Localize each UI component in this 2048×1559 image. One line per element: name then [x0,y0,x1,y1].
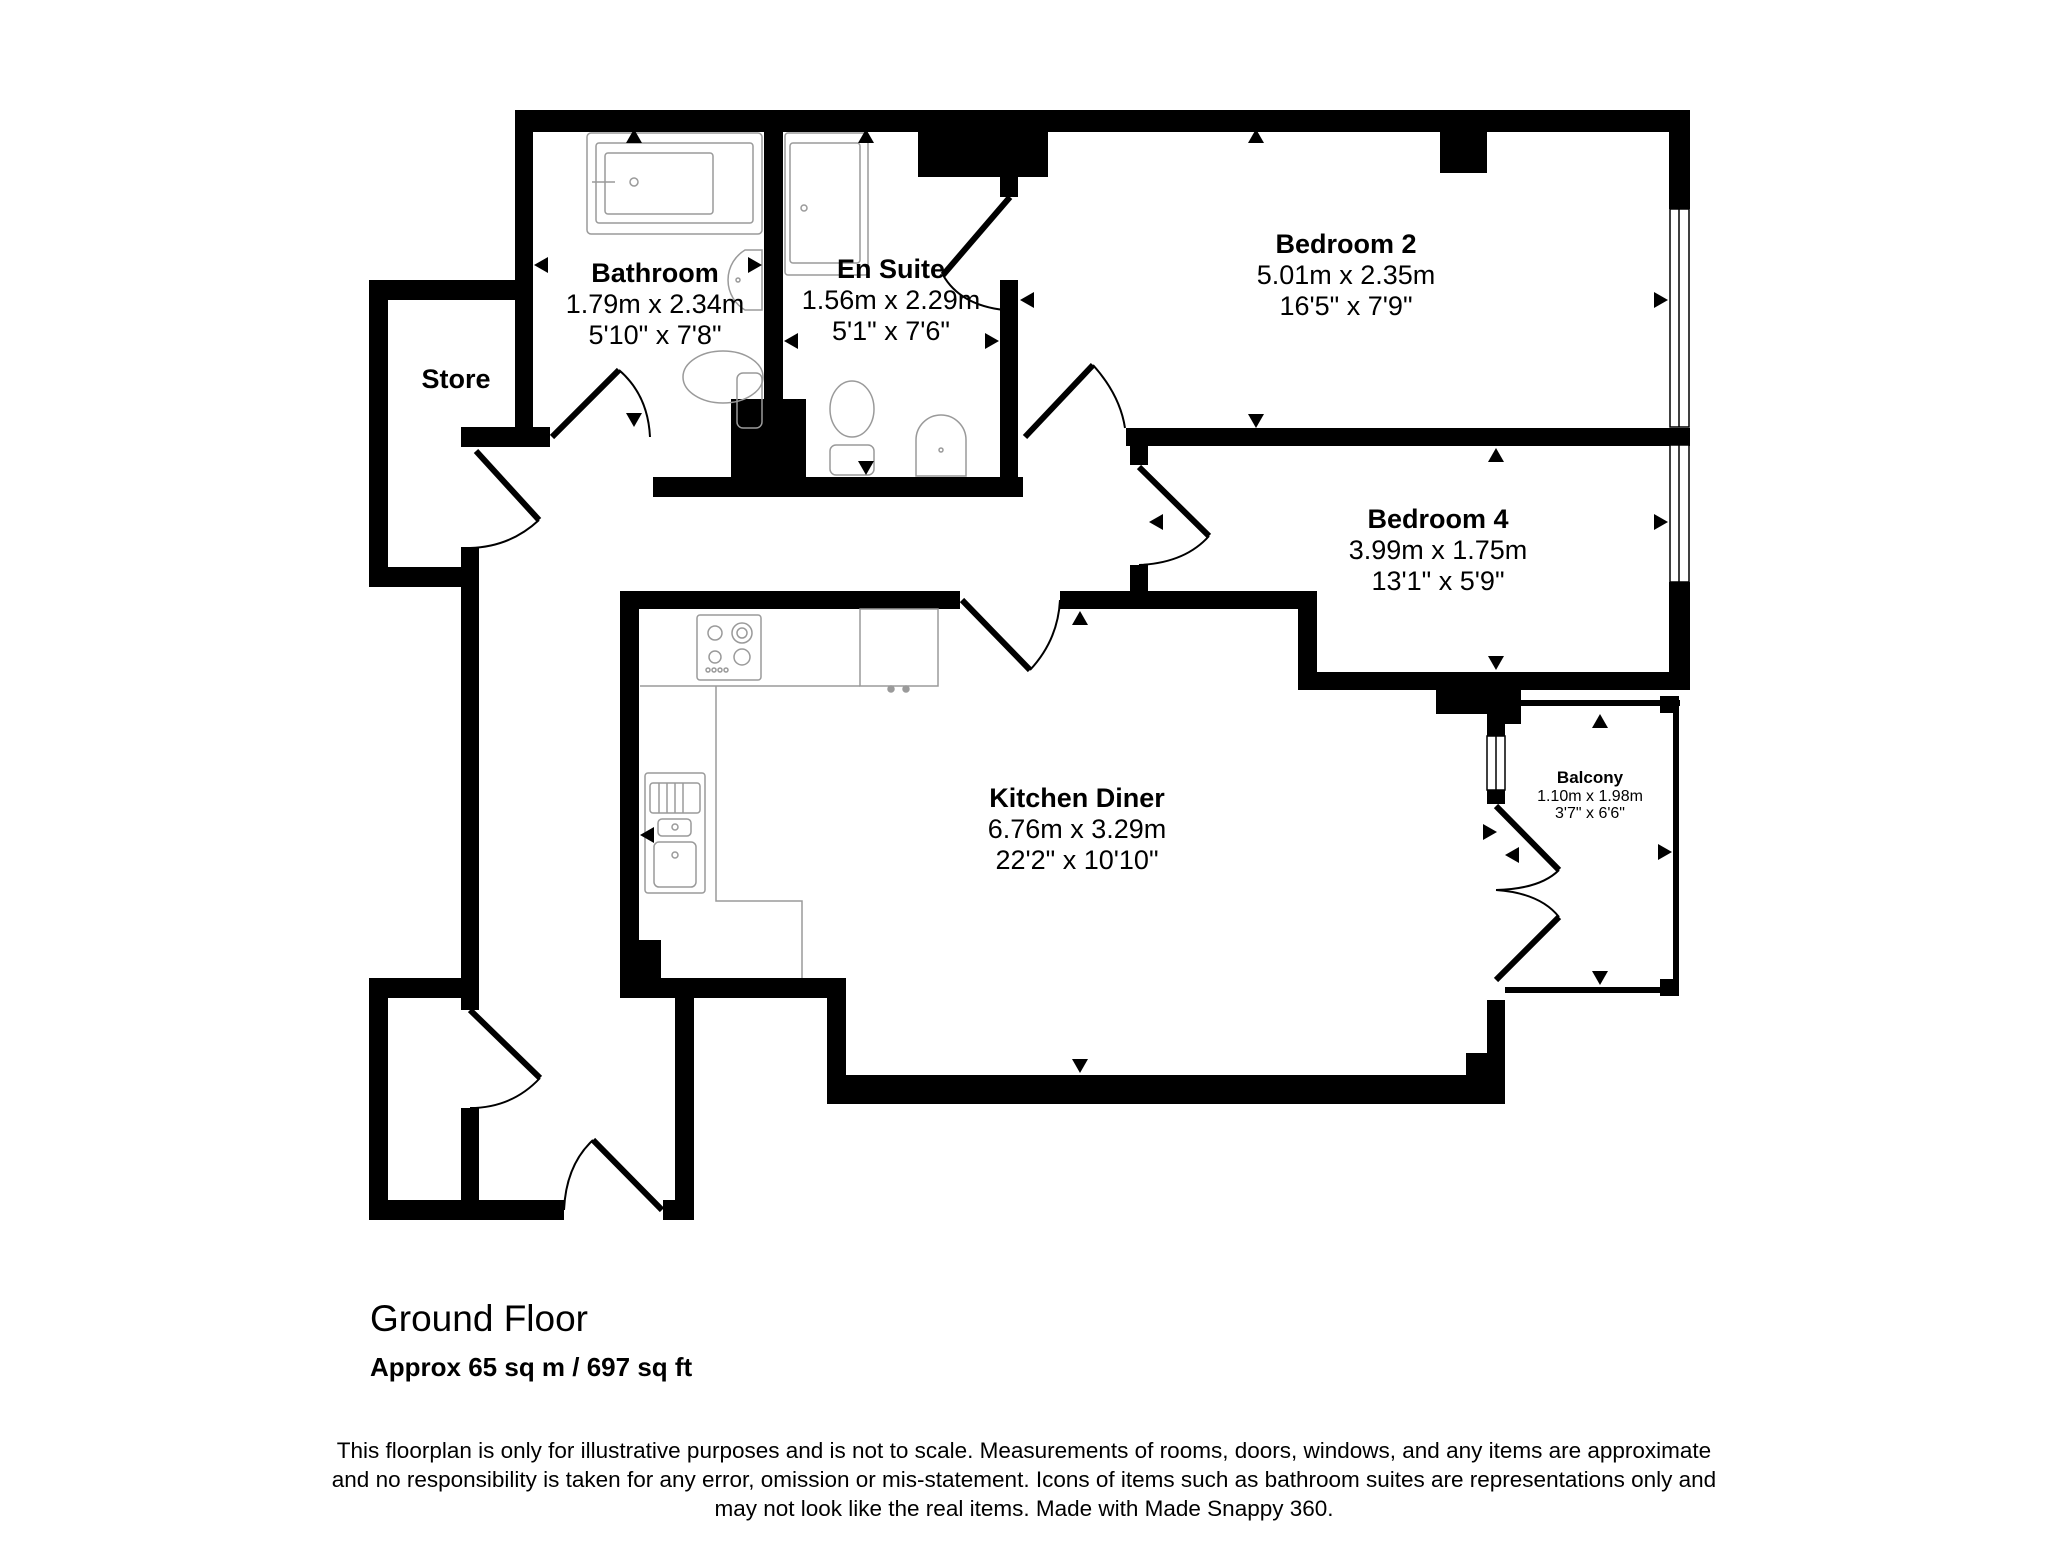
hob-icon [696,614,762,681]
room-metric: 3.99m x 1.75m [1348,535,1528,566]
room-name: Bedroom 2 [1275,229,1417,259]
room-label-bathroom: Bathroom 1.79m x 2.34m 5'10" x 7'8" [566,258,745,351]
bath-icon [586,132,763,235]
room-name: Kitchen Diner [989,783,1165,813]
room-metric: 6.76m x 3.29m [987,814,1167,845]
room-imperial: 16'5" x 7'9" [1279,291,1413,322]
window-icon [1486,208,1690,791]
room-metric: 1.79m x 2.34m [565,289,745,320]
room-imperial: 5'1" x 7'6" [831,316,951,347]
room-name: Bedroom 4 [1367,504,1509,534]
room-name: Store [421,364,491,394]
room-metric: 5.01m x 2.35m [1256,260,1436,291]
measurement-arrow-icon [534,129,1672,1073]
room-name: Balcony [1556,768,1624,787]
kitchen-counter [640,685,860,978]
room-label-store: Store [421,364,490,395]
basin-icon [727,249,763,311]
walls [369,110,1690,1220]
disclaimer-line: may not look like the real items. Made w… [714,1496,1334,1521]
door-swing-icon [467,195,1562,1213]
room-label-ensuite: En Suite 1.56m x 2.29m 5'1" x 7'6" [802,254,981,347]
room-name: Bathroom [591,258,719,288]
fridge-icon [859,608,939,693]
floor-title: Ground Floor [370,1298,588,1339]
toilet-icon [682,350,764,429]
disclaimer-line: and no responsibility is taken for any e… [331,1467,1717,1492]
room-label-bedroom-2: Bedroom 2 5.01m x 2.35m 16'5" x 7'9" [1257,229,1436,322]
shower-tray-icon [784,132,869,276]
room-imperial: 5'10" x 7'8" [588,320,722,351]
toilet-icon [829,380,875,476]
basin-icon [915,414,967,477]
floor-area: Approx 65 sq m / 697 sq ft [370,1352,693,1382]
disclaimer: This floorplan is only for illustrative … [0,1436,2048,1523]
room-imperial: 3'7" x 6'6" [1555,805,1625,823]
room-label-kitchen-diner: Kitchen Diner 6.76m x 3.29m 22'2" x 10'1… [988,783,1167,876]
room-metric: 1.10m x 1.98m [1537,787,1643,805]
disclaimer-line: This floorplan is only for illustrative … [336,1438,1712,1463]
room-metric: 1.56m x 2.29m [801,285,981,316]
room-imperial: 22'2" x 10'10" [995,845,1159,876]
room-label-bedroom-4: Bedroom 4 3.99m x 1.75m 13'1" x 5'9" [1349,504,1528,597]
room-imperial: 13'1" x 5'9" [1371,566,1505,597]
room-name: En Suite [836,254,945,284]
room-label-balcony: Balcony 1.10m x 1.98m 3'7" x 6'6" [1537,768,1643,823]
